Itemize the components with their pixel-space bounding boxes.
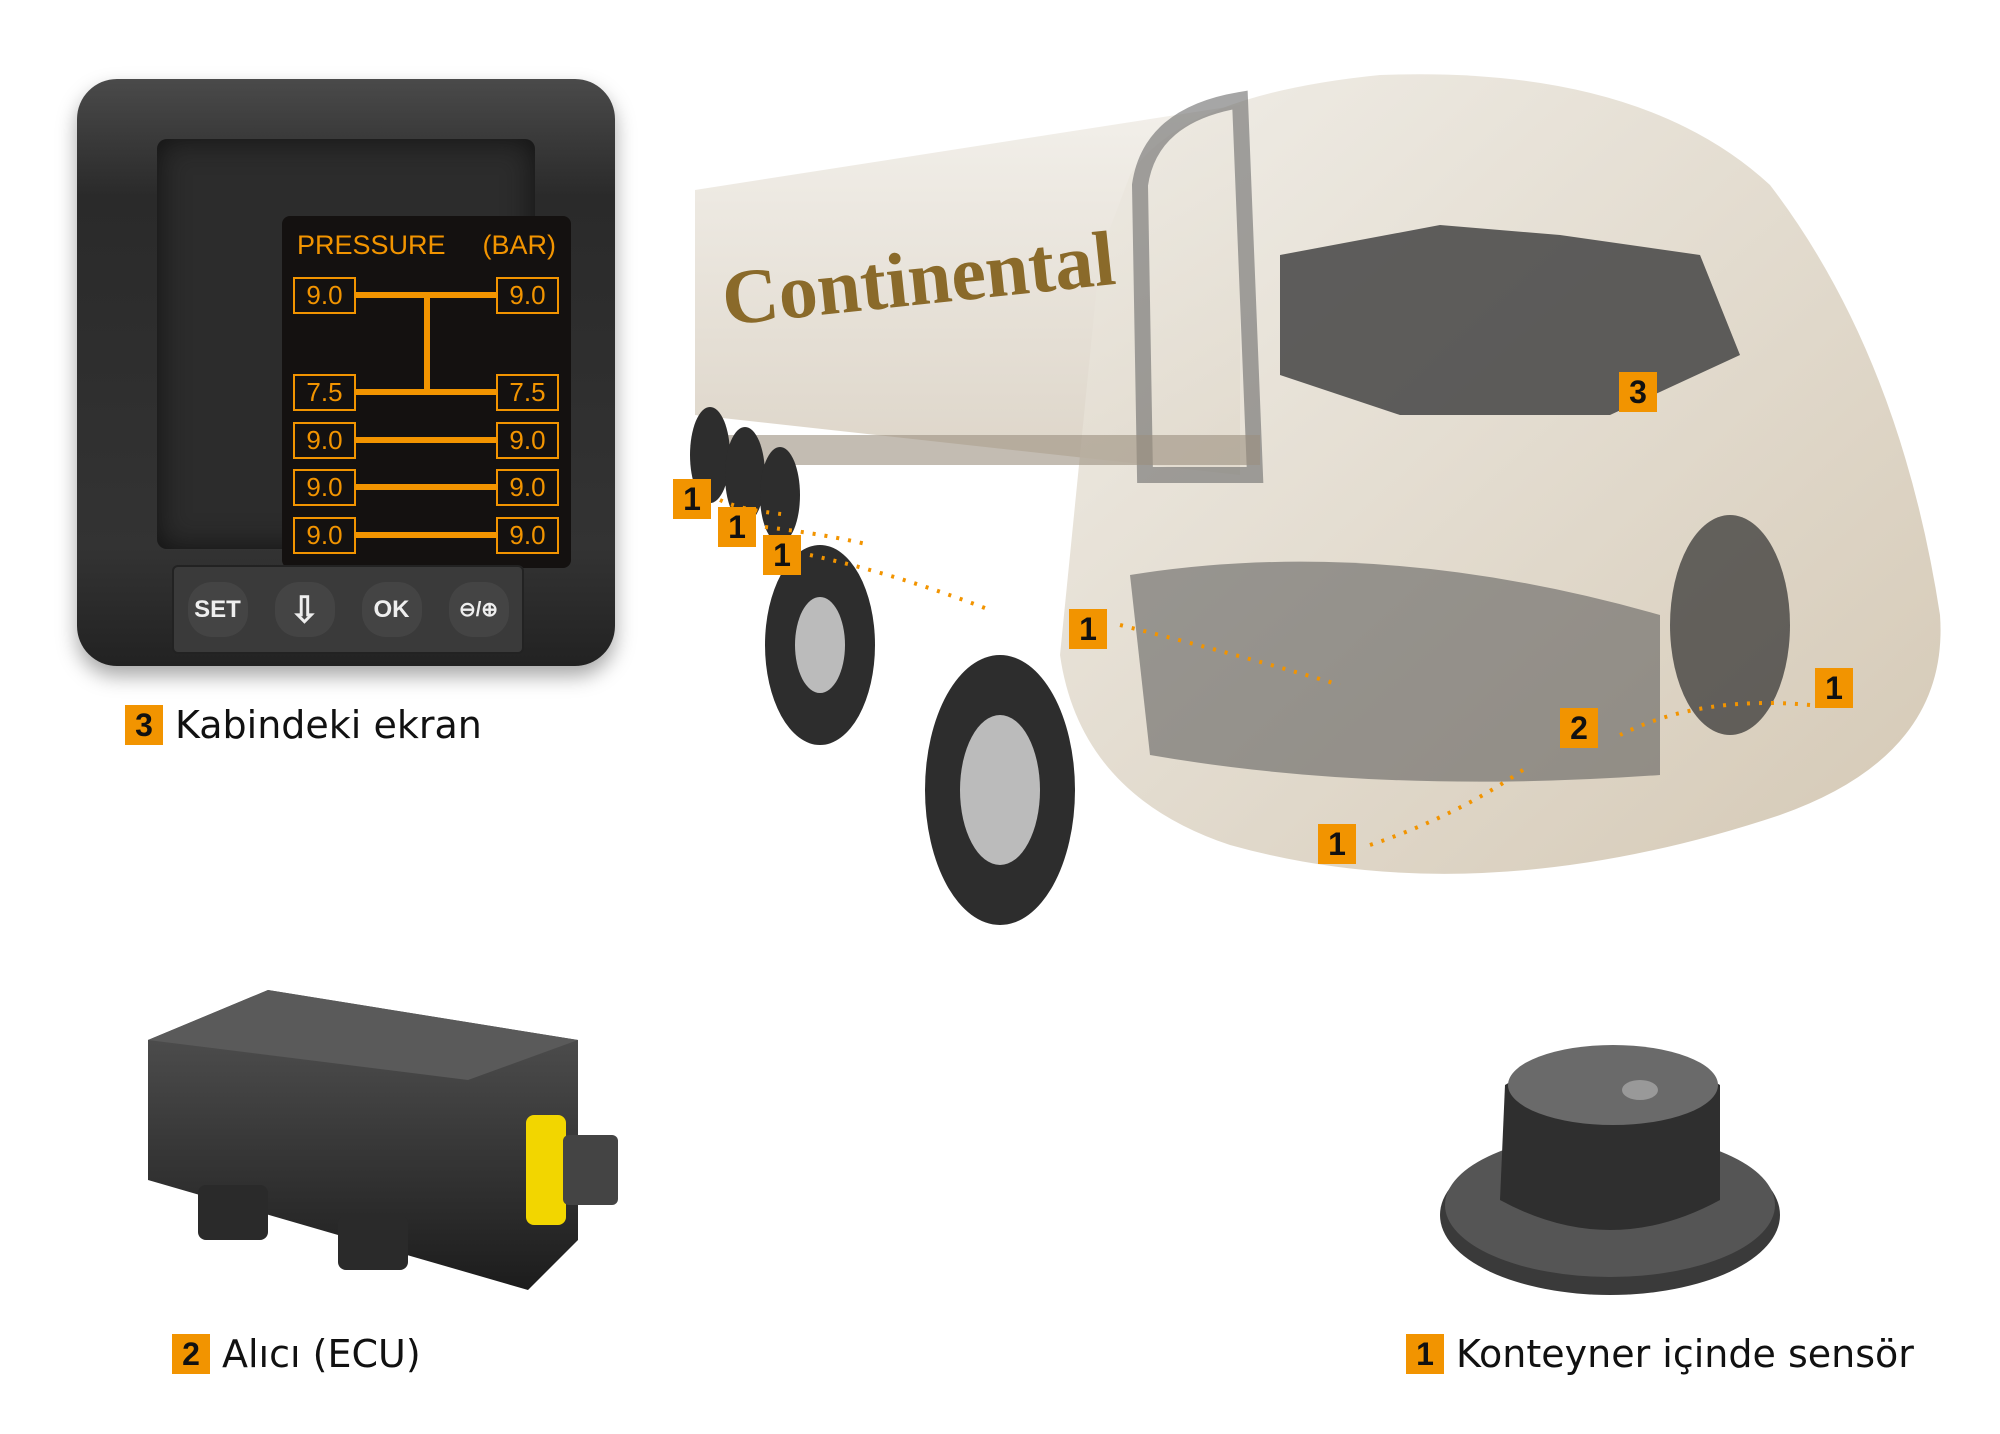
marker-sensor: 1 — [1815, 668, 1853, 708]
down-arrow-button[interactable]: ⇩ — [274, 582, 335, 637]
tire-sensor-image — [1440, 1045, 1780, 1295]
signal-waves — [719, 498, 1811, 847]
axle-line — [355, 532, 498, 538]
cabin-display-unit: PRESSURE (BAR) 9.0 9.0 7.5 7.5 9.0 9.0 9… — [77, 79, 615, 666]
pressure-right-axle-2: 7.5 — [496, 374, 559, 411]
truck-cutaway-illustration: Continental — [690, 74, 1941, 925]
pressure-left-axle-2: 7.5 — [293, 374, 356, 411]
pressure-left-axle-3: 9.0 — [293, 422, 356, 459]
display-button-bar: SET ⇩ OK ⊖/⊕ — [172, 565, 524, 654]
marker-sensor: 1 — [763, 535, 801, 575]
pressure-right-axle-5: 9.0 — [496, 517, 559, 554]
set-button[interactable]: SET — [187, 582, 248, 637]
marker-sensor: 1 — [1069, 609, 1107, 649]
caption-display: 3 Kabindeki ekran — [125, 703, 482, 747]
pressure-right-axle-3: 9.0 — [496, 422, 559, 459]
tire-warning-button[interactable]: ⊖/⊕ — [448, 582, 509, 637]
caption-sensor: 1 Konteyner içinde sensör — [1406, 1332, 1914, 1376]
trailer-wheel — [725, 427, 765, 523]
ok-button[interactable]: OK — [361, 582, 422, 637]
pressure-screen: PRESSURE (BAR) 9.0 9.0 7.5 7.5 9.0 9.0 9… — [282, 216, 571, 568]
chassis-components — [1130, 561, 1660, 782]
axle-line — [355, 484, 498, 490]
caption-number: 2 — [172, 1334, 210, 1374]
caption-number: 1 — [1406, 1334, 1444, 1374]
axle-connector-line — [424, 292, 430, 392]
caption-label: Kabindeki ekran — [175, 703, 482, 747]
ecu-connector — [526, 1115, 566, 1225]
axle-line — [355, 389, 498, 395]
cab-seats — [1280, 225, 1740, 415]
caption-ecu: 2 Alıcı (ECU) — [172, 1332, 421, 1376]
marker-sensor: 1 — [1318, 824, 1356, 864]
marker-ecu: 2 — [1560, 708, 1598, 748]
trailer-wheel — [760, 447, 800, 543]
front-wheel-far — [1670, 515, 1790, 735]
axle-line — [355, 437, 498, 443]
pressure-right-axle-4: 9.0 — [496, 469, 559, 506]
caption-number: 3 — [125, 705, 163, 745]
pressure-left-axle-5: 9.0 — [293, 517, 356, 554]
pressure-left-axle-1: 9.0 — [293, 277, 356, 314]
ecu-receiver-image — [148, 990, 618, 1290]
marker-sensor: 1 — [718, 507, 756, 547]
marker-sensor: 1 — [673, 479, 711, 519]
display-bezel: PRESSURE (BAR) 9.0 9.0 7.5 7.5 9.0 9.0 9… — [157, 139, 571, 568]
screen-unit: (BAR) — [482, 230, 557, 260]
pressure-right-axle-1: 9.0 — [496, 277, 559, 314]
caption-label: Alıcı (ECU) — [222, 1332, 421, 1376]
screen-title: PRESSURE — [297, 230, 446, 260]
caption-label: Konteyner içinde sensör — [1456, 1332, 1914, 1376]
marker-display: 3 — [1619, 372, 1657, 412]
pressure-left-axle-4: 9.0 — [293, 469, 356, 506]
